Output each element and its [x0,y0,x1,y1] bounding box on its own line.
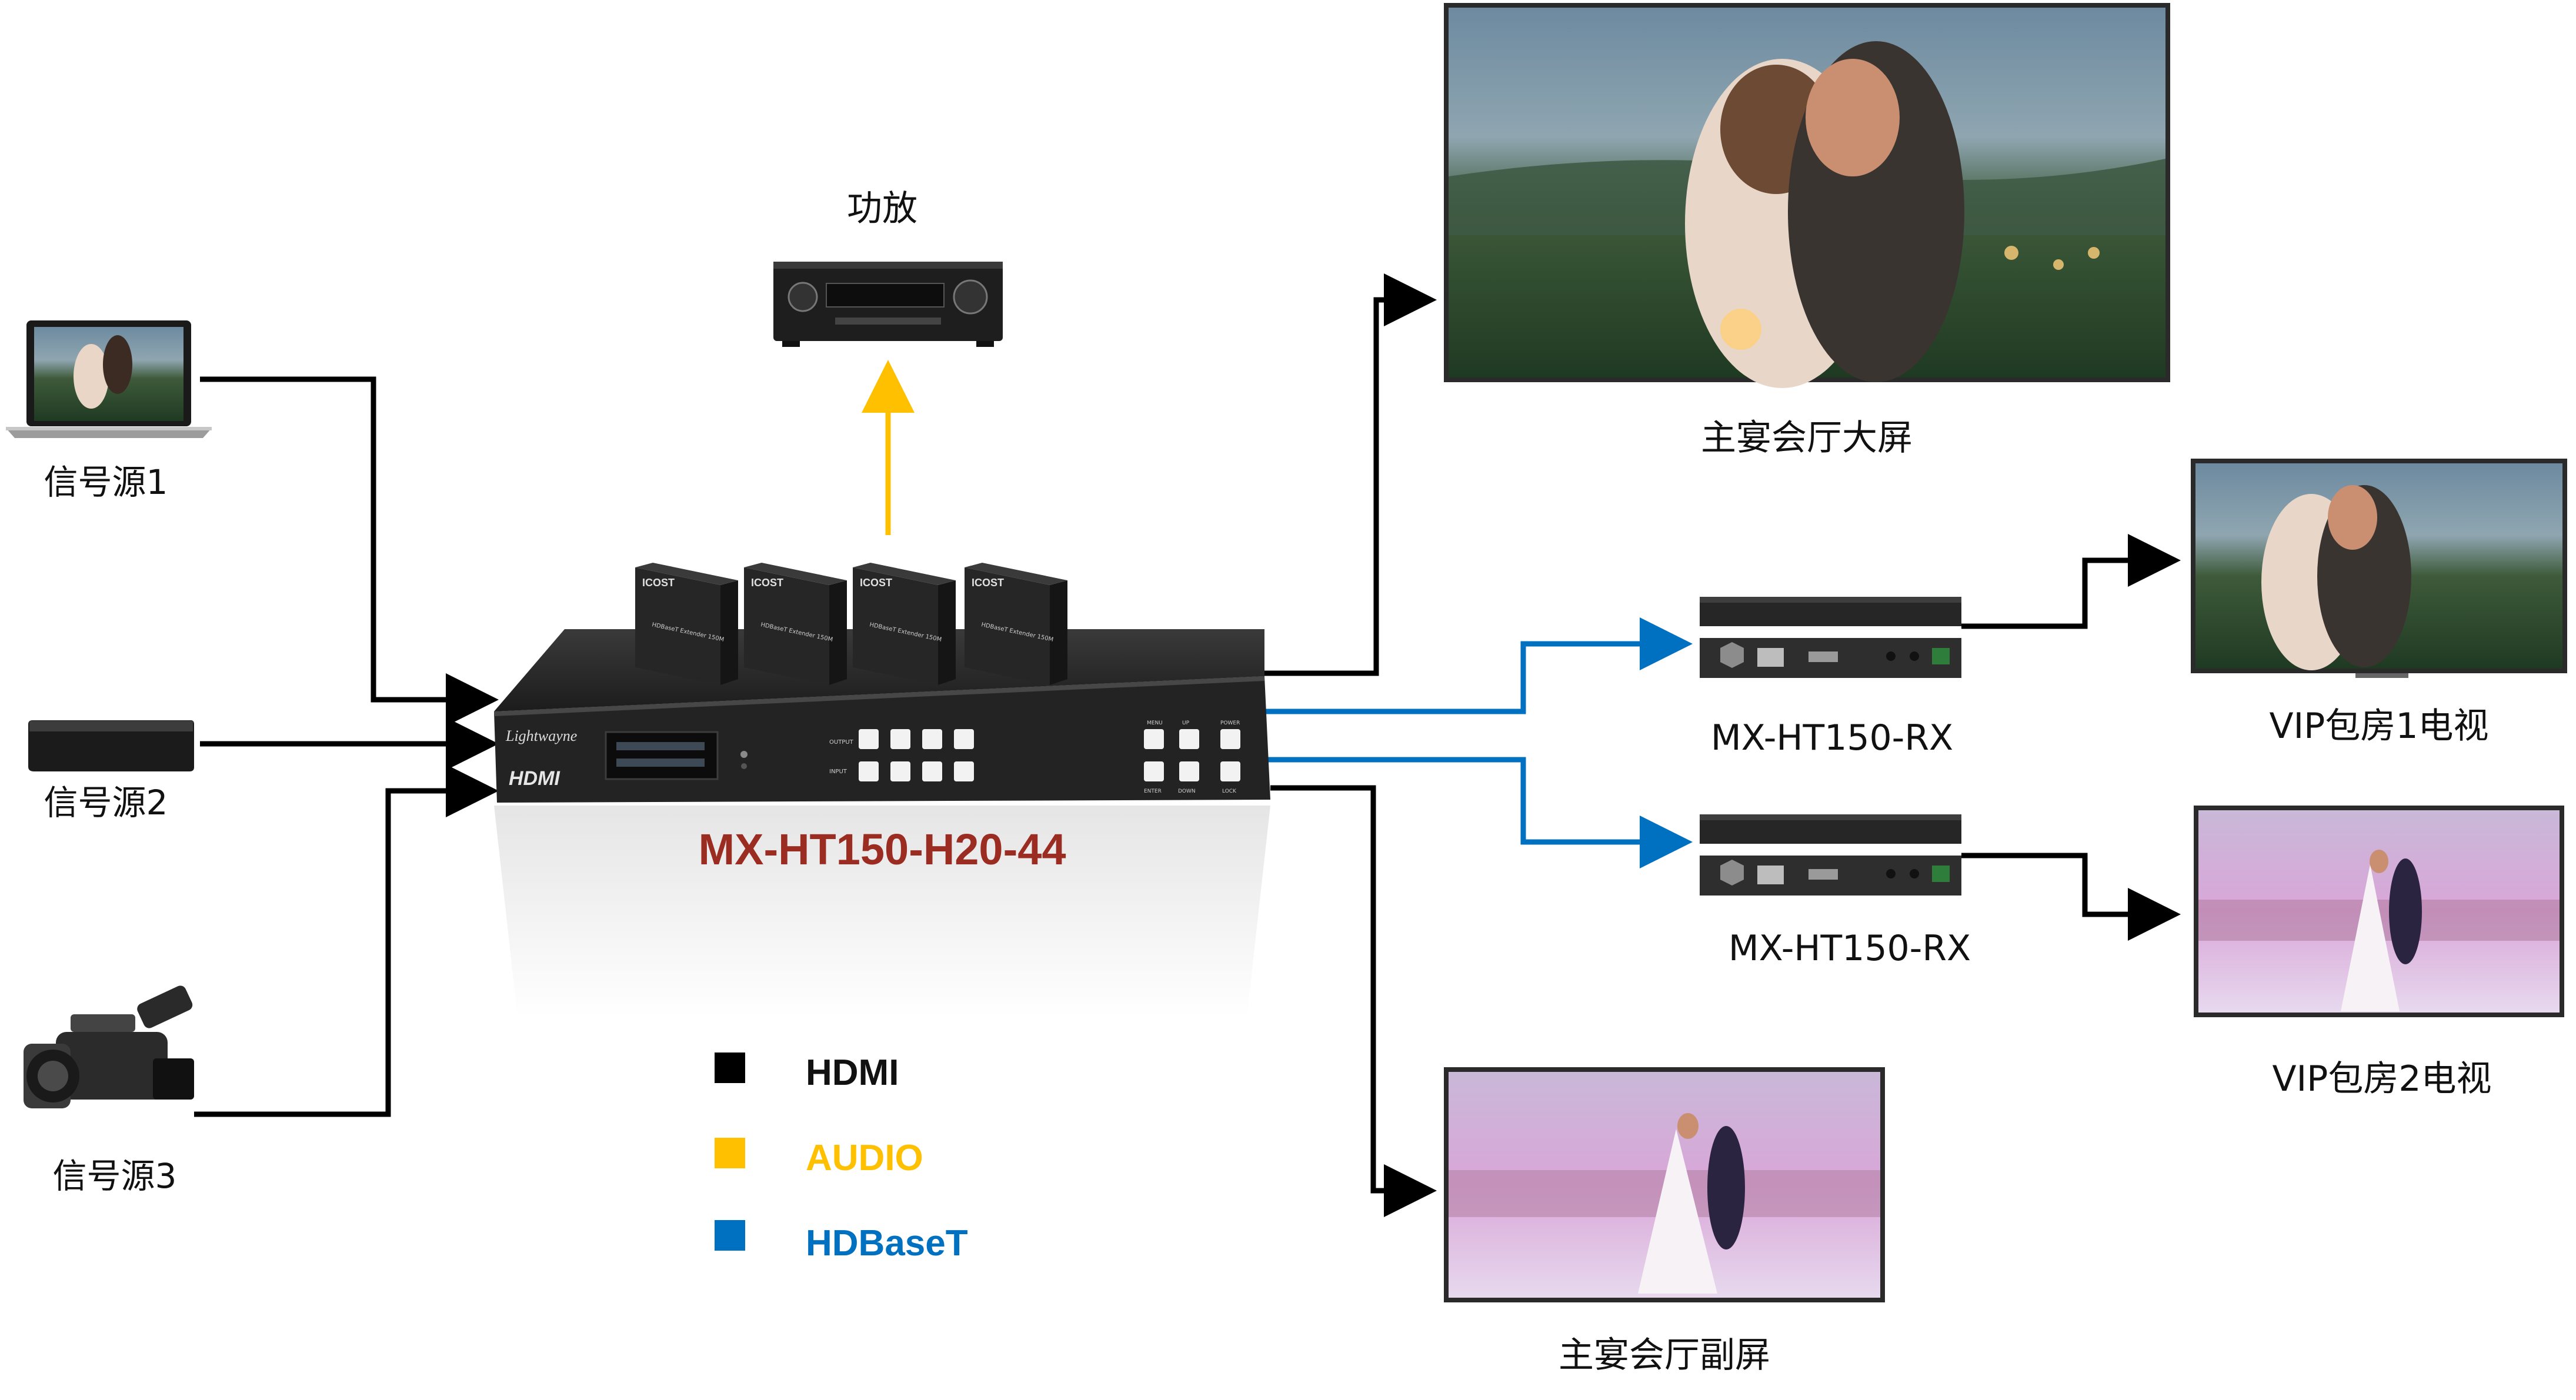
vip2-tv-label: VIP包房2电视 [2272,1058,2491,1100]
transmitter-modules: ICOST HDBaseT Extender 150M ICOST HDBase… [635,563,1067,685]
model-label: MX-HT150-H20-44 [698,825,1066,874]
hdmi-line-main-screen [1262,273,1437,676]
rx2-device [1700,814,1961,896]
hdbaset-line-rx2 [1264,757,1693,868]
input-button-4[interactable] [954,761,974,781]
hdbaset-line-rx1 [1264,617,1693,714]
enter-button[interactable] [1144,761,1164,781]
legend-audio-label: AUDIO [806,1138,923,1178]
hdmi-line-source1 [200,376,499,726]
amplifier-label: 功放 [847,188,917,229]
menu-button[interactable] [1144,729,1164,749]
legend-hdbaset-label: HDBaseT [806,1223,968,1264]
enter-label: ENTER [1144,788,1162,794]
vip2-tv [2194,806,2564,1017]
transmitter-1: ICOST HDBaseT Extender 150M [635,563,738,685]
tx1-brand: ICOST [642,577,675,589]
legend-audio-swatch [715,1138,745,1168]
matrix-lcd [605,731,719,780]
output-buttons [859,729,974,749]
media-box-icon [28,720,194,771]
hdmi-logo: HDMI [509,767,560,790]
tx2-brand: ICOST [751,577,783,589]
tx4-brand: ICOST [972,577,1004,589]
power-label: POWER [1220,720,1240,726]
input-buttons [859,761,974,781]
down-label: DOWN [1178,788,1196,794]
sub-screen [1444,1067,1885,1302]
output-button-4[interactable] [954,729,974,749]
rx2-label: MX-HT150-RX [1729,928,1971,969]
main-hall-screen [1444,3,2170,388]
output-button-3[interactable] [922,729,942,749]
legend-hdbaset-swatch [715,1220,745,1251]
input-button-2[interactable] [890,761,910,781]
legend-hdmi-swatch [715,1052,745,1083]
legend-hdmi-label: HDMI [806,1052,899,1093]
power-button[interactable] [1220,729,1240,749]
main-hall-screen-label: 主宴会厅大屏 [1701,417,1913,459]
camcorder-icon [24,985,194,1108]
lock-label: LOCK [1222,788,1237,794]
input-row-label: INPUT [829,769,847,775]
transmitter-4: ICOST HDBaseT Extender 150M [965,563,1067,685]
laptop-icon [6,320,212,438]
hdmi-line-vip2 [1961,853,2181,941]
input-button-1[interactable] [859,761,879,781]
source1-label: 信号源1 [44,462,168,502]
input-button-3[interactable] [922,761,942,781]
tx3-brand: ICOST [860,577,892,589]
vip1-tv [2191,459,2567,678]
amplifier-icon [773,262,1003,347]
down-button[interactable] [1179,761,1199,781]
hdmi-line-sub-screen [1270,785,1437,1217]
rx1-label: MX-HT150-RX [1711,717,1953,759]
up-label: UP [1182,720,1190,726]
hdmi-line-source3 [194,764,499,1117]
rx1-device [1700,597,1961,678]
sub-screen-label: 主宴会厅副屏 [1559,1335,1770,1376]
menu-label: MENU [1147,720,1163,726]
vip1-tv-label: VIP包房1电视 [2269,706,2488,747]
source3-label: 信号源3 [53,1156,177,1196]
matrix-device: Lightwayne HDMI OUTPUT INPUT MENU UP POW… [494,629,1270,1017]
matrix-brand: Lightwayne [505,727,577,744]
output-row-label: OUTPUT [829,739,854,746]
hdmi-line-vip1 [1961,534,2181,629]
output-button-1[interactable] [859,729,879,749]
connection-lines [194,273,2181,1217]
lock-button[interactable] [1220,761,1240,781]
output-button-2[interactable] [890,729,910,749]
up-button[interactable] [1179,729,1199,749]
transmitter-2: ICOST HDBaseT Extender 150M [744,563,847,685]
legend: HDMI AUDIO HDBaseT [715,1052,968,1264]
source2-label: 信号源2 [44,783,168,823]
transmitter-3: ICOST HDBaseT Extender 150M [853,563,956,685]
